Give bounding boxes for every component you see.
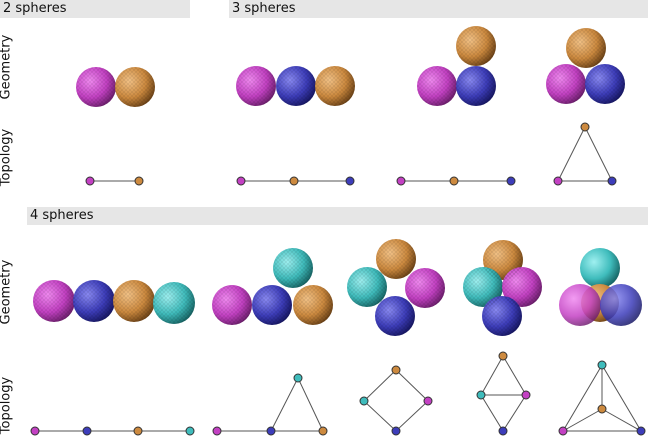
geo-3-bent	[417, 26, 496, 106]
node-blue	[607, 176, 617, 186]
node-cyan	[597, 360, 607, 370]
geo-3-triangle	[546, 28, 625, 104]
node-magenta	[396, 176, 406, 186]
node-magenta	[212, 426, 222, 436]
sphere-cyan	[580, 248, 620, 288]
node-blue	[498, 426, 508, 436]
geo-3-chain	[236, 66, 355, 106]
sphere-magenta	[559, 284, 601, 326]
node-blue	[636, 426, 646, 436]
node-magenta	[30, 426, 40, 436]
node-orange	[449, 176, 459, 186]
node-cyan	[476, 390, 486, 400]
node-cyan	[293, 373, 303, 383]
node-orange	[133, 426, 143, 436]
node-magenta	[558, 426, 568, 436]
topo-4-square	[359, 365, 433, 436]
node-blue	[82, 426, 92, 436]
topo-2-chain	[85, 176, 144, 186]
node-orange	[318, 426, 328, 436]
node-orange	[580, 122, 590, 132]
node-cyan	[359, 396, 369, 406]
geo-4-branched	[212, 248, 333, 325]
node-blue	[391, 426, 401, 436]
topo-3-chain	[236, 176, 355, 186]
topo-3-bent	[396, 176, 516, 186]
topo-4-branched	[212, 373, 328, 436]
geo-4-square	[347, 239, 445, 336]
node-orange	[498, 351, 508, 361]
node-orange	[134, 176, 144, 186]
topo-4-tetrahedron	[558, 360, 646, 436]
node-orange	[391, 365, 401, 375]
header-2-spheres: 2 spheres	[0, 0, 190, 18]
geo-4-tetrahedron	[559, 248, 642, 326]
node-blue	[266, 426, 276, 436]
geo-2-chain	[76, 67, 155, 107]
topo-4-diamond	[476, 351, 531, 436]
geo-4-chain	[33, 280, 195, 324]
node-blue	[345, 176, 355, 186]
geo-4-diamond	[463, 240, 542, 336]
node-magenta	[236, 176, 246, 186]
header-4-spheres: 4 spheres	[27, 207, 648, 225]
node-blue	[506, 176, 516, 186]
node-orange	[597, 404, 607, 414]
node-magenta	[553, 176, 563, 186]
node-magenta	[85, 176, 95, 186]
node-magenta	[423, 396, 433, 406]
header-3-spheres: 3 spheres	[229, 0, 648, 18]
node-orange	[289, 176, 299, 186]
topo-4-chain	[30, 426, 195, 436]
sphere-blue	[600, 284, 642, 326]
node-cyan	[185, 426, 195, 436]
node-magenta	[521, 390, 531, 400]
topo-3-triangle	[553, 122, 617, 186]
